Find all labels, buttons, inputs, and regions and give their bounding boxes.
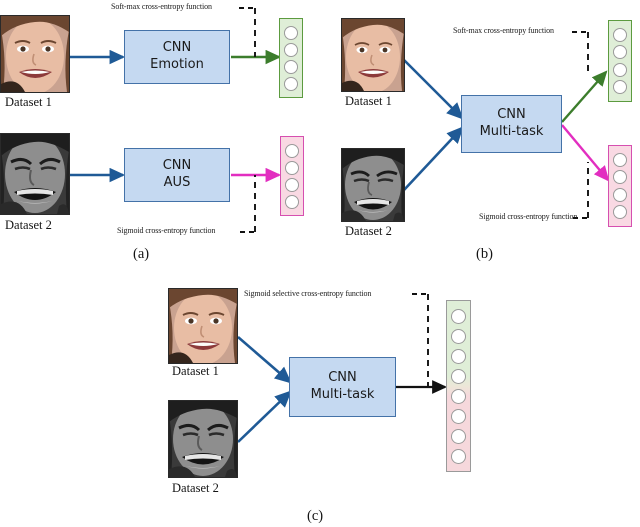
panel-c-dataset1-label: Dataset 1 (172, 364, 219, 378)
cnn-emotion-line1: CNN (162, 40, 192, 56)
output-node (613, 170, 627, 185)
panel-a-dataset1-image (0, 15, 70, 93)
panel-b-softmax-loss-label: Soft-max cross-entropy function (453, 26, 554, 35)
panel-b-dataset1-image (341, 18, 405, 92)
cnn-multitask-c-line2: Multi-task (310, 387, 375, 402)
panel-c-dataset2-label: Dataset 2 (172, 481, 219, 495)
cnn-emotion-line2: Emotion (150, 57, 204, 72)
cnn-emotion-box[interactable]: CNN Emotion (124, 30, 230, 84)
panel-b-dataset1-label: Dataset 1 (345, 94, 392, 108)
cnn-aus-line1: CNN (162, 158, 192, 174)
panel-b-dataset2-label: Dataset 2 (345, 224, 392, 238)
panel-c-output-stack (446, 300, 471, 472)
panel-c-dataset1-image (168, 288, 238, 364)
panel-a-label: (a) (133, 246, 150, 262)
output-node (613, 205, 627, 220)
panel-a-dataset1-label: Dataset 1 (5, 95, 52, 109)
panel-a-green-output-stack (279, 18, 303, 98)
output-node (451, 308, 466, 324)
output-node (451, 348, 466, 364)
output-node (284, 25, 298, 40)
panel-c-dataset2-image (168, 400, 238, 478)
output-node (613, 187, 627, 202)
output-node (451, 428, 466, 444)
panel-b-label: (b) (476, 246, 493, 262)
output-node (451, 388, 466, 404)
panel-a-softmax-loss-label: Soft-max cross-entropy function (111, 2, 212, 11)
output-node (451, 448, 466, 464)
panel-a-dataset2-image (0, 133, 70, 215)
output-node (284, 59, 298, 74)
panel-c-label: (c) (307, 508, 324, 524)
panel-b-dataset2-image (341, 148, 405, 222)
output-node (284, 76, 298, 91)
panel-a-sigmoid-loss-label: Sigmoid cross-entropy function (117, 226, 216, 235)
cnn-aus-line2: AUS (163, 175, 191, 190)
output-node (613, 27, 627, 42)
output-node (613, 80, 627, 95)
arrow-dataset1-to-cnn-multitask-b (403, 59, 464, 120)
cnn-aus-box[interactable]: CNN AUS (124, 148, 230, 202)
output-node (451, 408, 466, 424)
panel-b-sigmoid-loss-label: Sigmoid cross-entropy function (479, 212, 578, 221)
output-node (613, 45, 627, 60)
output-node (451, 368, 466, 384)
output-node (285, 143, 299, 158)
panel-a-pink-output-stack (280, 136, 304, 216)
arrow-cnn-to-green-stack-b (561, 70, 608, 123)
output-node (284, 42, 298, 57)
cnn-multitask-c-line1: CNN (328, 370, 357, 386)
panel-c-selective-loss-label: Sigmoid selective cross-entropy function (244, 289, 372, 298)
cnn-multitask-box-c[interactable]: CNN Multi-task (289, 357, 396, 417)
output-node (285, 177, 299, 192)
panel-a-dataset2-label: Dataset 2 (5, 218, 52, 232)
cnn-multitask-b-line2: Multi-task (479, 124, 544, 139)
cnn-multitask-b-line1: CNN (497, 107, 526, 123)
cnn-multitask-box-b[interactable]: CNN Multi-task (461, 95, 562, 153)
panel-b-green-output-stack (608, 20, 632, 102)
arrow-dataset2-to-cnn-multitask-c (237, 390, 292, 443)
output-node (285, 194, 299, 209)
arrow-dataset1-to-cnn-multitask-c (237, 336, 292, 384)
arrow-cnn-to-pink-stack-b (561, 124, 610, 182)
output-node (613, 62, 627, 77)
arrow-dataset2-to-cnn-multitask-b (403, 126, 464, 191)
output-node (451, 328, 466, 344)
output-node (285, 160, 299, 175)
output-node (613, 152, 627, 167)
panel-b-pink-output-stack (608, 145, 632, 227)
